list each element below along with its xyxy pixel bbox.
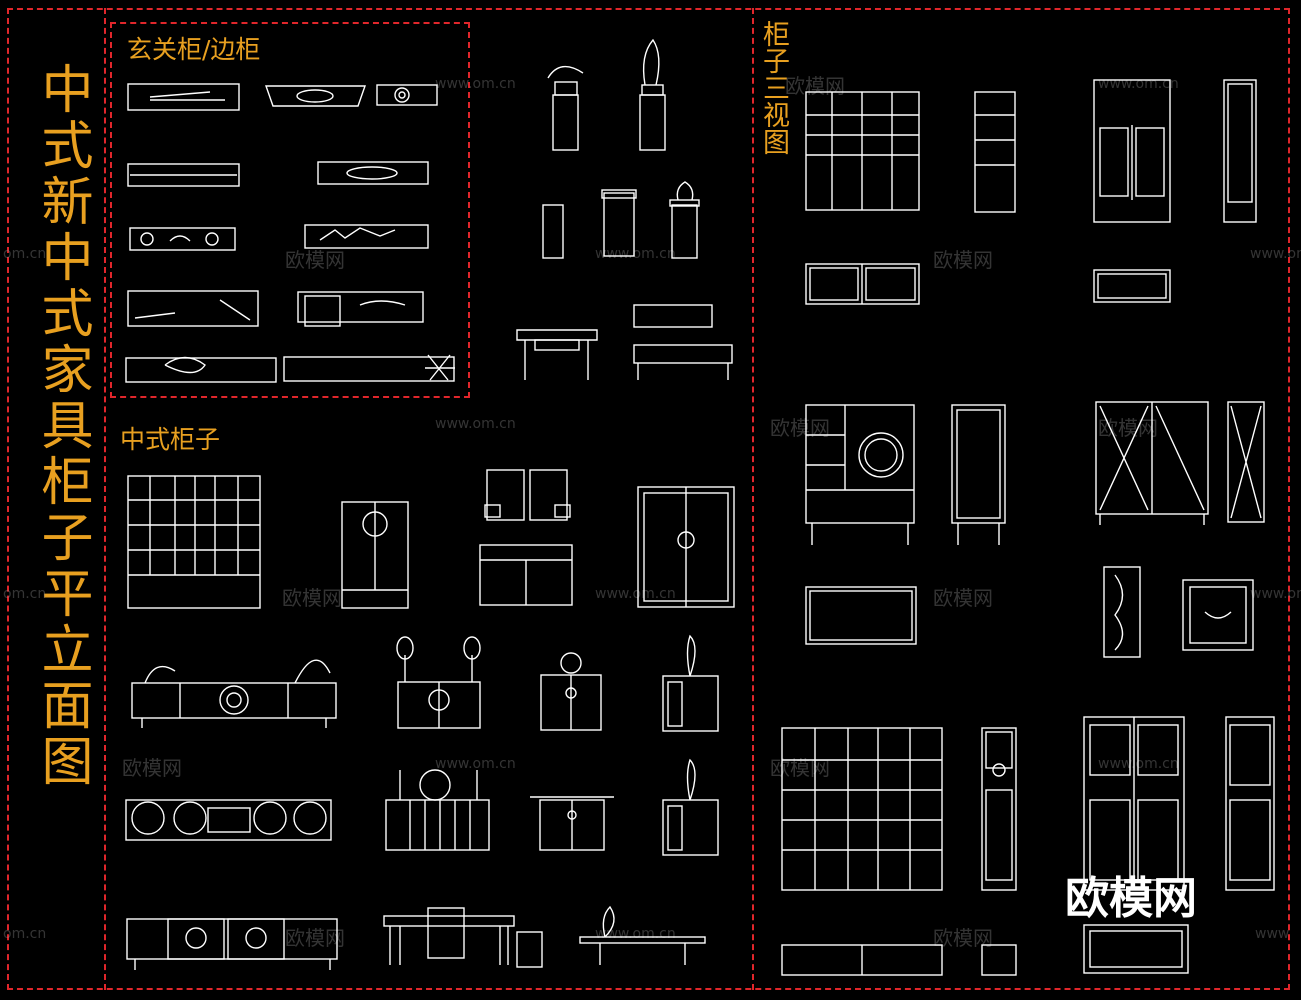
watermark: 欧模网 <box>282 586 342 610</box>
three-view-label: 柜子三视图 <box>758 20 789 155</box>
watermark-url-left: om.cn <box>3 586 47 602</box>
chinese-cabinet-elevations <box>125 469 735 970</box>
entry-cabinet-plans <box>125 83 455 383</box>
watermark: 欧模网 <box>933 586 993 610</box>
watermark-url: www.om.cn <box>435 756 516 772</box>
watermark: 欧模网 <box>933 926 993 950</box>
outer-frame <box>7 8 1290 990</box>
title-column-divider <box>104 8 106 990</box>
watermark: 欧模网 <box>933 248 993 272</box>
chinese-cabinet-label: 中式柜子 <box>120 425 221 454</box>
watermark-url: www.om.cn <box>435 76 516 92</box>
watermark-logo: 欧模网 <box>1065 873 1197 924</box>
watermark-url-left: om.cn <box>3 926 47 942</box>
entry-cabinet-label: 玄关柜/边柜 <box>127 35 261 64</box>
three-view-cabinets <box>781 79 1275 976</box>
watermark: 欧模网 <box>785 74 845 98</box>
watermark-url-right: www <box>1255 926 1290 942</box>
watermark-url: www.om.cn <box>1250 586 1301 602</box>
watermark-url: www.om.cn <box>595 246 676 262</box>
entry-cabinet-frame <box>110 22 470 398</box>
watermark: 欧模网 <box>285 926 345 950</box>
watermark: 欧模网 <box>770 416 830 440</box>
watermark-url-left: om.cn <box>3 246 47 262</box>
watermark-url: www.om.cn <box>1250 246 1301 262</box>
watermark-url: www.om.cn <box>595 926 676 942</box>
watermark: 欧模网 <box>122 756 182 780</box>
title-text: 中式新中式家具柜子平立面图 <box>32 62 92 790</box>
drawing-title: 中式新中式家具柜子平立面图 <box>32 62 92 790</box>
watermark-url: www.om.cn <box>435 416 516 432</box>
watermark: 欧模网 <box>285 248 345 272</box>
stands-and-tables <box>516 38 733 380</box>
watermark-url: www.om.cn <box>595 586 676 602</box>
view-divider <box>752 8 754 990</box>
watermark: 欧模网 <box>1098 416 1158 440</box>
